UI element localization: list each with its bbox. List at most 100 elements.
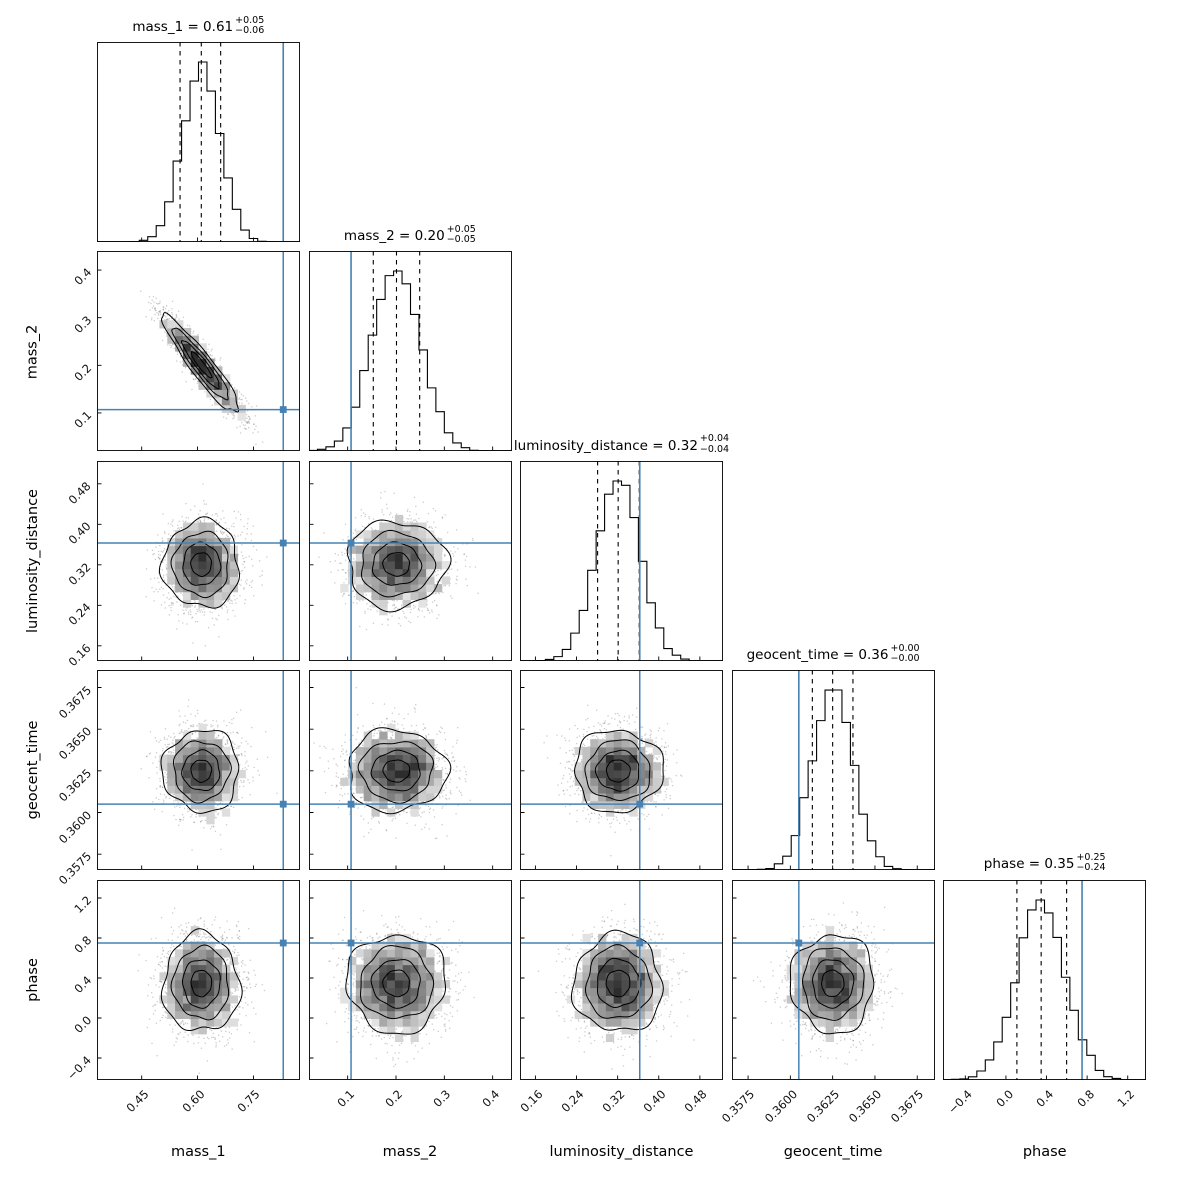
y-axis-label-geocent_time: geocent_time	[25, 721, 41, 820]
x-tick-label: −0.4	[945, 1086, 976, 1117]
x-tick-label: 0.0	[992, 1086, 1016, 1110]
x-axis-label-geocent_time: geocent_time	[783, 1143, 883, 1160]
hist-canvas-mass_2	[308, 251, 512, 452]
y-axis-label-phase: phase	[25, 957, 41, 1002]
scatter-panel-phase-vs-mass_2: 0.1 0.2 0.3 0.4 mass_2	[308, 879, 512, 1160]
scatter-canvas-geocent_time-vs-mass_2	[308, 670, 512, 871]
panel-title-geocent_time: geocent_time = 0.36+0.00−0.00	[746, 642, 920, 666]
hist-panel-geocent_time: geocent_time = 0.36+0.00−0.00	[731, 643, 935, 871]
y-axis-label-luminosity_distance: luminosity_distance	[25, 488, 41, 633]
panel-title-errors: +0.05−0.06	[235, 14, 265, 36]
empty-cell	[732, 461, 935, 661]
x-tick-label: 0.16	[517, 1086, 546, 1115]
y-tick-label: −0.4	[64, 1052, 94, 1083]
y-tick-label: 0.24	[65, 600, 94, 629]
x-axis-label-mass_1: mass_1	[170, 1143, 226, 1160]
corner-grid: mass_1 = 0.61+0.05−0.06 0.1 0.2 0.3 0.4 mass_…	[25, 15, 1147, 1160]
panel-title-errors: +0.25−0.24	[1076, 852, 1106, 874]
y-tick-label: 0.3575	[55, 849, 94, 888]
panel-title-mass_1: mass_1 = 0.61+0.05−0.06	[132, 14, 265, 38]
x-tick-label: 0.3600	[761, 1086, 800, 1126]
hist-panel-luminosity_distance: luminosity_distance = 0.32+0.04−0.04	[514, 434, 729, 661]
scatter-panel-luminosity_distance-vs-mass_1: 0.16 0.24 0.32 0.40 0.48 luminosity_distance	[25, 460, 300, 669]
hist-canvas-mass_1	[97, 42, 300, 242]
empty-cell	[943, 251, 1146, 451]
scatter-canvas-geocent_time-vs-luminosity_distance	[520, 670, 724, 871]
scatter-canvas-mass_2-vs-mass_1	[97, 251, 300, 452]
hist-panel-mass_2: mass_2 = 0.20+0.05−0.05	[308, 224, 512, 452]
scatter-panel-geocent_time-vs-luminosity_distance	[520, 670, 724, 871]
empty-cell	[520, 42, 723, 242]
x-tick-label: 0.3650	[845, 1086, 885, 1126]
x-tick-label: 0.3	[430, 1086, 454, 1110]
x-axis-label-mass_2: mass_2	[382, 1143, 438, 1160]
x-tick-label: 0.8	[1074, 1086, 1098, 1110]
scatter-canvas-phase-vs-mass_1	[97, 879, 300, 1080]
panel-title-text: phase = 0.35	[983, 856, 1075, 873]
hist-canvas-phase	[943, 879, 1147, 1080]
x-tick-label: 1.2	[1114, 1086, 1138, 1110]
panel-title-errors: +0.05−0.05	[446, 223, 476, 246]
y-tick-label: 0.40	[65, 519, 94, 548]
panel-title-text: luminosity_distance = 0.32	[513, 437, 698, 454]
y-tick-label: 0.3	[71, 313, 94, 336]
x-tick-label: 0.1	[333, 1086, 357, 1110]
x-tick-label: 0.48	[681, 1086, 710, 1115]
y-tick-label: 0.32	[65, 559, 94, 588]
x-tick-label: 0.3675	[888, 1086, 927, 1126]
panel-title-phase: phase = 0.35+0.25−0.24	[983, 852, 1106, 875]
empty-cell	[520, 251, 723, 451]
empty-cell	[309, 42, 512, 242]
scatter-canvas-luminosity_distance-vs-mass_1	[97, 460, 300, 661]
y-tick-label: 0.2	[71, 360, 94, 384]
x-axis-label-phase: phase	[1022, 1143, 1067, 1160]
x-tick-label: 0.45	[123, 1086, 152, 1115]
y-tick-label: 0.48	[65, 478, 94, 507]
x-tick-label: 0.2	[382, 1086, 406, 1110]
y-tick-label: 0.3600	[55, 807, 94, 847]
empty-cell	[732, 251, 935, 451]
scatter-canvas-luminosity_distance-vs-mass_2	[308, 460, 512, 661]
x-tick-label: 0.40	[640, 1086, 669, 1115]
panel-title-errors: +0.00−0.00	[890, 642, 920, 664]
panel-title-mass_2: mass_2 = 0.20+0.05−0.05	[343, 223, 476, 247]
y-tick-label: 0.3650	[55, 724, 94, 763]
hist-panel-mass_1: mass_1 = 0.61+0.05−0.06	[97, 15, 300, 242]
y-tick-label: 0.3675	[55, 682, 94, 722]
y-tick-label: 0.0	[71, 1012, 94, 1036]
panel-title-luminosity_distance: luminosity_distance = 0.32+0.04−0.04	[513, 434, 729, 456]
y-axis-label-mass_2: mass_2	[25, 324, 41, 379]
x-tick-label: 0.24	[558, 1086, 587, 1115]
x-tick-label: 0.4	[478, 1086, 502, 1110]
empty-cell	[732, 42, 935, 242]
panel-title-text: mass_2 = 0.20	[343, 228, 445, 245]
x-tick-label: 0.4	[1033, 1086, 1057, 1110]
panel-title-text: geocent_time = 0.36	[746, 646, 889, 663]
hist-canvas-luminosity_distance	[520, 460, 724, 661]
x-tick-label: 0.3625	[803, 1086, 842, 1126]
panel-title-text: mass_1 = 0.61	[132, 18, 234, 35]
x-tick-label: 0.3575	[719, 1086, 758, 1126]
hist-panel-phase: phase = 0.35+0.25−0.24 −0.4 0.0 0.4 0.8 1.2 ph…	[943, 852, 1147, 1160]
y-tick-label: 0.3625	[55, 766, 94, 805]
y-tick-label: 1.2	[71, 892, 94, 916]
x-axis-label-luminosity_distance: luminosity_distance	[549, 1143, 694, 1160]
x-tick-labels-phase: −0.4 0.0 0.4 0.8 1.2	[943, 1080, 1146, 1152]
scatter-panel-luminosity_distance-vs-mass_2	[308, 460, 512, 661]
y-tick-label: 0.8	[71, 932, 94, 956]
y-tick-label: 0.16	[65, 640, 94, 669]
x-tick-label: 0.60	[179, 1086, 208, 1115]
scatter-canvas-geocent_time-vs-mass_1	[97, 670, 300, 871]
y-tick-label: 0.4	[71, 265, 94, 289]
empty-cell	[943, 461, 1146, 661]
hist-canvas-geocent_time	[731, 670, 935, 871]
